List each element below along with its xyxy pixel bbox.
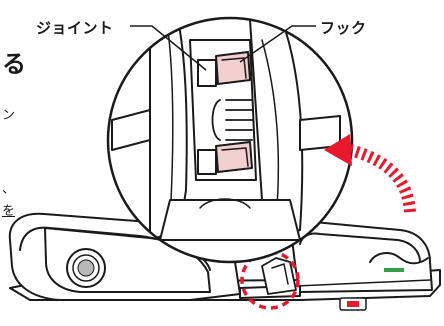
magnified-detail <box>108 18 352 262</box>
hook-label: フック <box>320 17 367 38</box>
joint-label: ジョイント <box>36 17 114 38</box>
page-text-fragment-3: 、 <box>2 178 15 197</box>
page-text-fragment-1: る <box>2 44 26 79</box>
page-text-fragment-2: ン <box>2 104 15 123</box>
green-indicator <box>384 268 404 272</box>
detail-bottom <box>160 200 300 240</box>
adjust-knob-core <box>78 260 94 276</box>
page-text-fragment-4: を <box>2 200 15 219</box>
upper-joint-box <box>198 60 216 86</box>
lower-joint-box <box>198 150 216 174</box>
release-button-mark <box>347 301 359 307</box>
